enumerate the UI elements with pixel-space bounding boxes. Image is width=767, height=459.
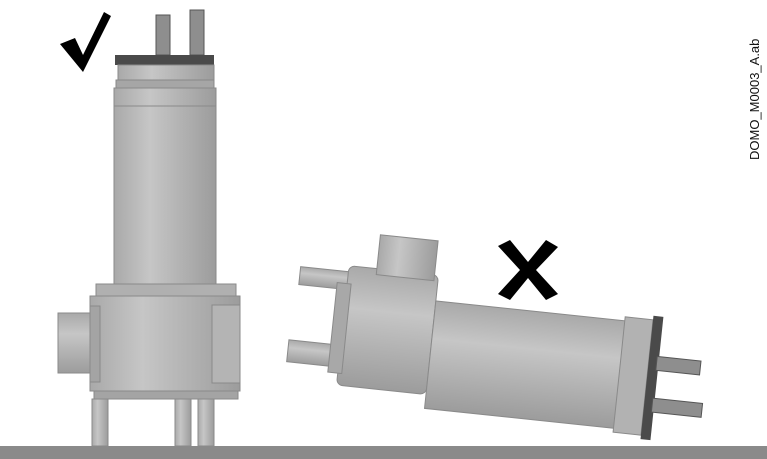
support-leg — [174, 398, 192, 447]
support-leg — [91, 398, 109, 447]
discharge-outlet — [57, 312, 93, 374]
floor-line — [0, 446, 767, 459]
submersible-pump-tilted — [286, 234, 704, 441]
submersible-pump-upright — [57, 9, 241, 447]
top-cap — [115, 55, 214, 65]
cable-pin — [655, 355, 702, 376]
reference-code-text: DOMO_M0003_A.ab — [747, 38, 762, 160]
discharge-outlet — [375, 234, 439, 282]
support-leg — [197, 398, 215, 447]
pump-volute — [336, 265, 439, 395]
cable-pin — [650, 397, 704, 418]
reference-code: DOMO_M0003_A.ab — [743, 0, 765, 170]
cable-pin — [189, 9, 205, 56]
end-cap — [640, 315, 664, 441]
motor-housing — [113, 105, 217, 285]
check-icon — [60, 12, 111, 72]
cable-pin — [155, 14, 171, 56]
cross-icon — [498, 240, 558, 300]
